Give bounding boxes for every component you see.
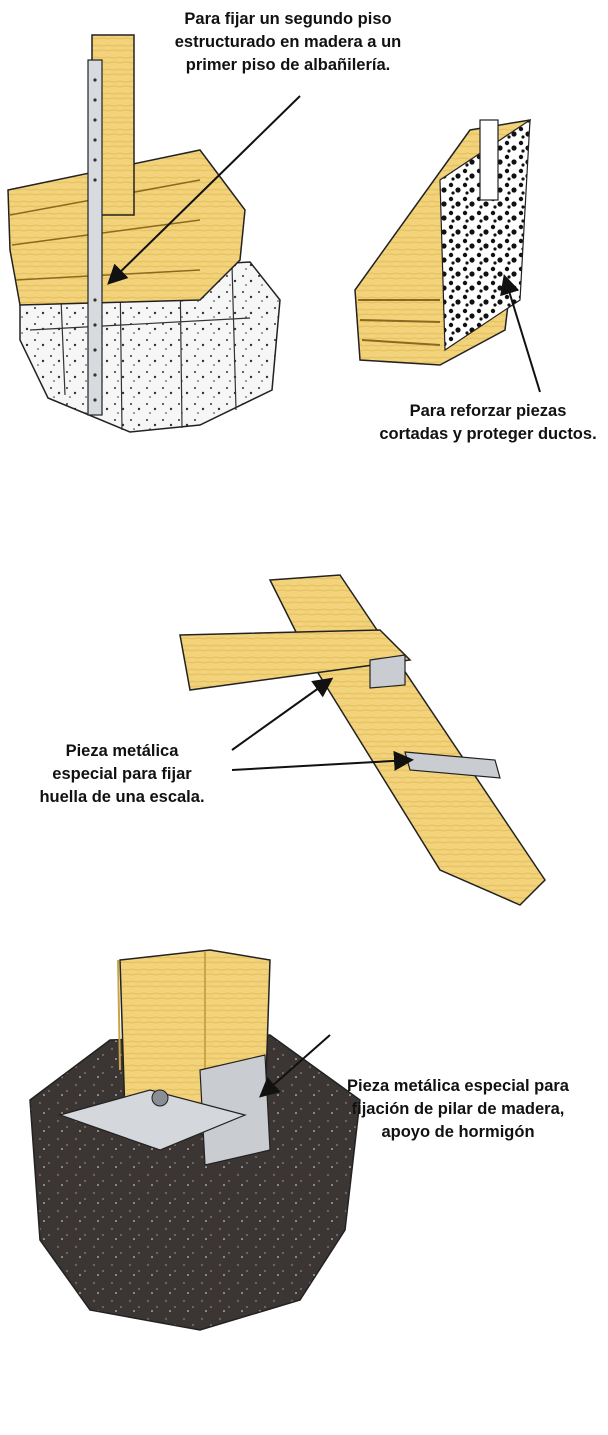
caption-line: fijación de pilar de madera, (351, 1100, 565, 1118)
pointer-arrow (500, 274, 541, 393)
caption-line: huella de una escala. (39, 788, 205, 806)
caption-line: cortadas y proteger ductos. (379, 425, 597, 443)
caption-line: Para fijar un segundo piso (184, 10, 392, 28)
wood-floor (7, 149, 246, 306)
pointer-arrow (107, 95, 301, 285)
caption-stair-bracket: Pieza metálica especial para fijar huell… (22, 740, 222, 809)
caption-line: apoyo de hormigón (381, 1123, 535, 1141)
caption-masonry-strap: Para fijar un segundo piso estructurado … (138, 8, 438, 77)
stair-bracket-illustration (179, 574, 546, 906)
post-base-illustration (29, 949, 361, 1331)
stair-bracket-icon (369, 654, 406, 689)
caption-line: primer piso de albañilería. (185, 56, 391, 74)
caption-line: Pieza metálica especial para (347, 1077, 569, 1095)
masonry-block (19, 261, 281, 433)
caption-line: especial para fijar (52, 765, 192, 783)
caption-duct-reinforcement: Para reforzar piezas cortadas y proteger… (368, 400, 608, 446)
anchor-bolt (151, 1089, 169, 1107)
pointer-arrow (231, 677, 334, 751)
stair-tread (179, 629, 412, 691)
pointer-arrow (231, 750, 414, 771)
caption-line: Pieza metálica (65, 742, 179, 760)
post-base-icon (199, 1054, 271, 1166)
base-plate (57, 1089, 247, 1151)
caption-post-base: Pieza metálica especial para fijación de… (318, 1075, 598, 1144)
caption-line: estructurado en madera a un (174, 33, 402, 51)
caption-line: Para reforzar piezas (409, 402, 567, 420)
duct-reinforcement-illustration (354, 118, 541, 393)
strap-wall-illustration (7, 34, 301, 433)
duct-pipe (479, 119, 499, 201)
pointer-arrow (259, 1034, 331, 1098)
metal-strap-icon (87, 59, 103, 416)
stair-stringer (268, 574, 546, 906)
